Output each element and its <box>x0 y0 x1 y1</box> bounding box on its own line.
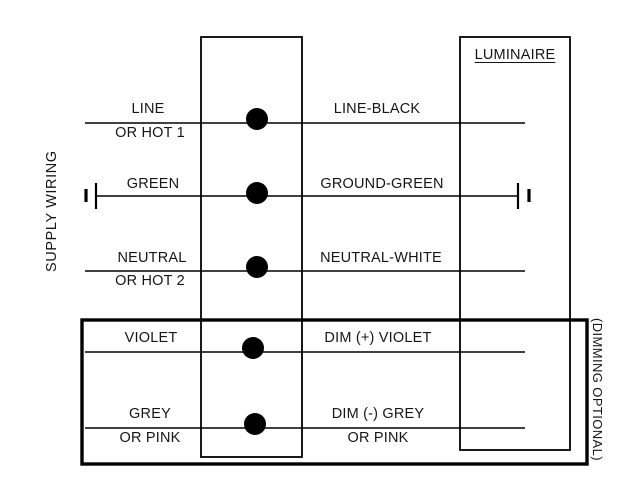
supply-label-dim-positive-primary: VIOLET <box>124 330 178 346</box>
load-label-dim-negative-secondary: OR PINK <box>347 430 409 446</box>
supply-label-line-secondary: OR HOT 1 <box>115 125 185 141</box>
load-label-ground-primary: GROUND-GREEN <box>320 176 444 192</box>
terminal-dot-neutral <box>246 256 268 278</box>
terminal-dot-ground <box>246 182 268 204</box>
supply-label-line-primary: LINE <box>131 101 165 117</box>
driver-box <box>200 36 303 458</box>
luminaire-box <box>459 36 571 451</box>
terminal-dot-dim-negative <box>244 413 266 435</box>
terminal-dot-line <box>246 108 268 130</box>
luminaire-title: LUMINAIRE <box>474 47 556 63</box>
load-label-dim-positive-primary: DIM (+) VIOLET <box>324 330 432 346</box>
dimming-optional-label: (DIMMING OPTIONAL) <box>590 318 605 461</box>
load-label-line-primary: LINE-BLACK <box>333 101 421 117</box>
supply-label-dim-negative-secondary: OR PINK <box>119 430 181 446</box>
dimming-optional-box <box>80 318 589 466</box>
supply-label-neutral-secondary: OR HOT 2 <box>115 273 185 289</box>
terminal-dot-dim-positive <box>242 337 264 359</box>
supply-wiring-label: SUPPLY WIRING <box>44 150 60 272</box>
supply-label-neutral-primary: NEUTRAL <box>117 250 187 266</box>
supply-label-ground-primary: GREEN <box>126 176 180 192</box>
supply-label-dim-negative-primary: GREY <box>129 406 171 422</box>
load-label-neutral-primary: NEUTRAL-WHITE <box>320 250 442 266</box>
load-label-dim-negative-primary: DIM (-) GREY <box>331 406 425 422</box>
